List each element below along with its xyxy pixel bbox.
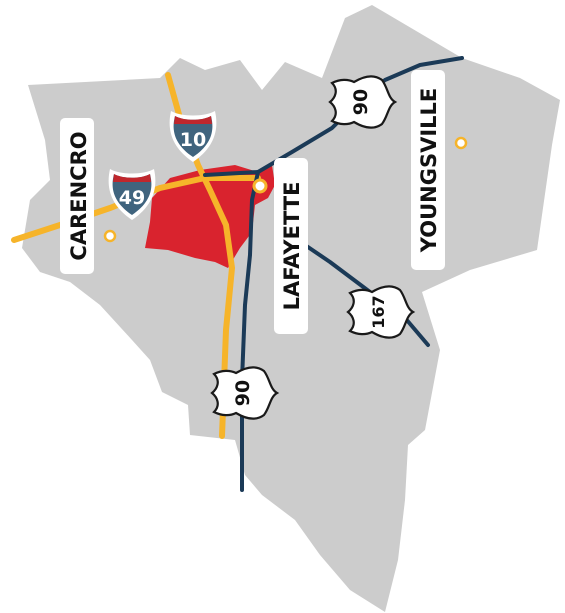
interstate-49-shield: 49	[108, 169, 156, 220]
youngsville-marker	[454, 136, 468, 150]
svg-text:CARENCRO: CARENCRO	[67, 131, 91, 260]
svg-text:90: 90	[232, 380, 254, 406]
svg-text:YOUNGSVILLE: YOUNGSVILLE	[417, 88, 441, 253]
svg-text:49: 49	[119, 187, 145, 209]
lafayette-marker	[252, 178, 268, 194]
us-90-west-spur	[203, 170, 260, 177]
carencro-marker	[103, 229, 117, 243]
us-167-shield: 167	[346, 285, 415, 339]
us-90-shield-north: 90	[328, 75, 397, 129]
svg-text:90: 90	[350, 89, 372, 115]
us-90-shield-south: 90	[210, 366, 279, 420]
svg-text:10: 10	[180, 129, 206, 151]
interstate-10-shield: 10	[169, 111, 217, 162]
city-label-lafayette: LAFAYETTE	[274, 158, 308, 334]
svg-text:LAFAYETTE: LAFAYETTE	[280, 182, 304, 311]
city-label-youngsville: YOUNGSVILLE	[411, 70, 445, 270]
svg-text:167: 167	[369, 295, 388, 328]
city-label-carencro: CARENCRO	[60, 118, 94, 274]
lafayette-city-area	[145, 165, 275, 268]
